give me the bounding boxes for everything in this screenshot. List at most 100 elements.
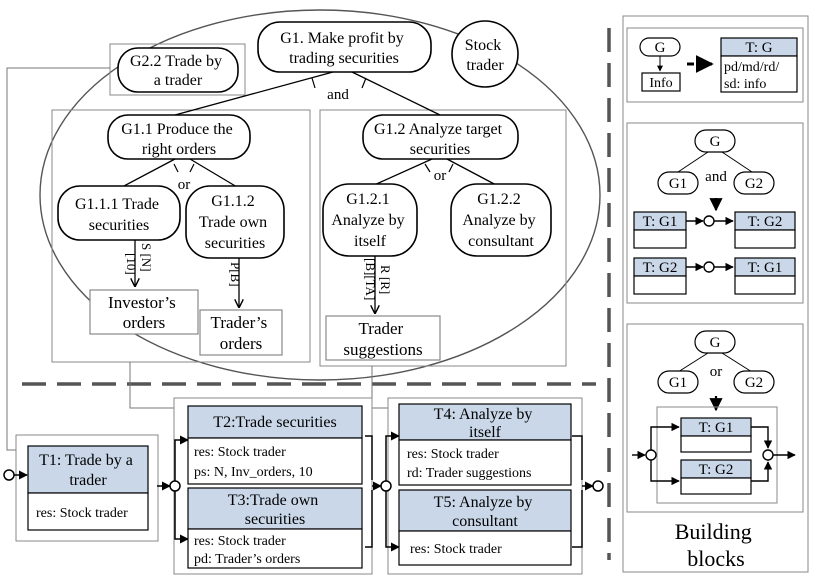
g1-and-label: and	[327, 87, 349, 103]
resource-investors-orders-line2: orders	[123, 313, 165, 332]
task-t4-body	[398, 439, 572, 486]
task-t3-header	[187, 487, 363, 530]
task-t3-body	[187, 528, 363, 569]
task-t5-header	[398, 489, 572, 532]
block2-goal-g2-label: G2	[745, 176, 763, 192]
task-t4-body-line2: rd: Trader suggestions	[407, 466, 531, 481]
block2-goal-g1	[657, 171, 699, 195]
goal-g1-2-2	[450, 183, 552, 257]
goal-g1-line1: G1. Make profit by	[280, 30, 404, 47]
g1-2-or-label: or	[434, 168, 447, 184]
task-t3-title-line2: securities	[245, 511, 305, 528]
g1-to-g1-1-link	[174, 71, 334, 116]
building-blocks-caption-line1: Building	[675, 519, 752, 544]
building-blocks: G Info T: G pd/md/rd/ sd: info G and G1 …	[622, 15, 809, 573]
resource-trader-suggestions	[325, 315, 441, 361]
block2-row1-left-label: T: G1	[643, 214, 678, 230]
task-t1-title-line2: trader	[69, 472, 107, 489]
block1-info-label: Info	[649, 76, 672, 91]
svg-text:T3:Trade own securities: T3:Trade own securities	[228, 492, 323, 528]
goal-g1-1	[107, 114, 251, 160]
svg-text:G1.1 Produce the right o: G1.1 Produce the right orders	[121, 121, 237, 158]
block2-row2-left-body	[633, 275, 687, 295]
goal-g1-2-1-line3: itself	[354, 233, 387, 250]
block3-goal-g1	[657, 370, 699, 394]
goal-g1-2-1-line2: Analyze by	[331, 212, 404, 229]
task-t3-body-line2: pd: Trader’s orders	[194, 552, 300, 567]
resource-traders-orders-line1: Trader’s	[211, 313, 268, 332]
resource-investors-orders	[89, 289, 199, 335]
task-t1-body	[27, 492, 149, 531]
block3-or-label: or	[710, 364, 723, 380]
goal-g1-1-2-line3: securities	[205, 235, 265, 252]
block3-join-node	[762, 449, 774, 461]
svg-text:G1.2.1 Analyze by: G1.2.1 Analyze by itself	[331, 191, 408, 250]
map-g1-1-to-t2	[129, 362, 174, 409]
goal-g1-2-2-line2: Analyze by	[462, 212, 535, 229]
block3-task1-label: T: G1	[699, 420, 734, 436]
g1-1-or-label: or	[178, 177, 191, 193]
svg-text:G1.2 Analyze target secu: G1.2 Analyze target securities	[374, 121, 506, 158]
task-t2-body-line1: res: Stock trader	[194, 445, 286, 460]
goal-g2-2-line2: a trader	[154, 72, 203, 89]
task-t1-body-line1: res: Stock trader	[36, 506, 128, 521]
actor-stock-trader	[451, 20, 519, 88]
edge-s-n-label: S [N]	[139, 243, 154, 272]
block2-goal-g2	[733, 171, 775, 195]
block3-frame	[626, 323, 804, 513]
task-model: T1: Trade by a trader res: Stock trader …	[3, 397, 604, 575]
block2-row1-right-body	[734, 229, 796, 249]
g1-to-g1-2-link	[351, 71, 441, 116]
task-t3-body-line1: res: Stock trader	[194, 534, 286, 549]
task-t2-body	[187, 437, 363, 485]
task-t5-title-line2: consultant	[452, 513, 518, 530]
block3-goal-g-label: G	[710, 335, 721, 351]
block3-goal-g2-label: G2	[745, 375, 763, 391]
task-t1-title-line1: T1: Trade by a	[39, 452, 133, 469]
goal-g1-2-1-line1: G1.2.1	[346, 191, 390, 208]
goal-g1-1-1-line1: G1.1.1 Trade	[75, 196, 159, 213]
map-g1-2-to-t4	[371, 366, 388, 409]
goal-g1-1-line2: right orders	[142, 141, 216, 158]
task-t1-header	[27, 445, 149, 494]
block1-task-body	[720, 55, 798, 93]
goal-g2-2	[117, 47, 239, 93]
svg-text:Trader’s orders: Trader’s orders	[211, 313, 272, 353]
svg-text:Building blocks: Building blocks	[675, 519, 758, 571]
task-t5-body	[398, 530, 572, 566]
edge-10-label: [10]	[124, 253, 139, 275]
resource-investors-orders-line1: Investor’s	[108, 293, 176, 312]
goal-g1-1-1-line2: securities	[89, 217, 149, 234]
actor-line2: trader	[466, 57, 504, 74]
goal-g1-2-2-line1: G1.2.2	[477, 191, 521, 208]
goal-g1-1-1	[57, 185, 181, 241]
g2-2-frame	[109, 43, 246, 96]
goal-g1	[257, 21, 432, 73]
block2-frame	[626, 122, 804, 304]
task-t4-title-line2: itself	[469, 424, 502, 441]
svg-text:T1: Trade by a trader: T1: Trade by a trader	[39, 452, 137, 489]
block3-goal-g2	[733, 370, 775, 394]
svg-text:res: Stock trader pd: Tr: res: Stock trader pd: Trader’s orders	[194, 534, 300, 567]
block3-task2-body	[680, 477, 752, 495]
block2-and-label: and	[705, 169, 727, 185]
block2-goal-g1-label: G1	[669, 176, 687, 192]
block2-goal-g-label: G	[710, 134, 721, 150]
task-t5-body-line1: res: Stock trader	[410, 542, 502, 557]
svg-text:pd/md/rd/ sd: info: pd/md/rd/ sd: info	[724, 60, 783, 92]
goal-g1-2	[362, 114, 519, 160]
goal-g1-1-line1: G1.1 Produce the	[121, 121, 233, 138]
block2-row2-right-body	[734, 275, 796, 295]
goal-g1-2-line1: G1.2 Analyze target	[374, 121, 503, 138]
block2-row1-left-body	[633, 229, 687, 249]
goal-g1-2-line2: securities	[410, 141, 470, 158]
actor-line1: Stock	[465, 37, 501, 54]
block3-task2-label: T: G2	[699, 462, 734, 478]
block1-goal-label: G	[655, 40, 666, 56]
svg-text:res: Stock trader rd: Tr: res: Stock trader rd: Trader suggestions	[407, 447, 531, 481]
block2-row2-node	[703, 261, 715, 273]
goal-g1-2-1	[322, 183, 418, 257]
goal-g1-line2: trading securities	[289, 50, 399, 67]
task-t2-body-line2: ps: N, Inv_orders, 10	[194, 465, 313, 480]
